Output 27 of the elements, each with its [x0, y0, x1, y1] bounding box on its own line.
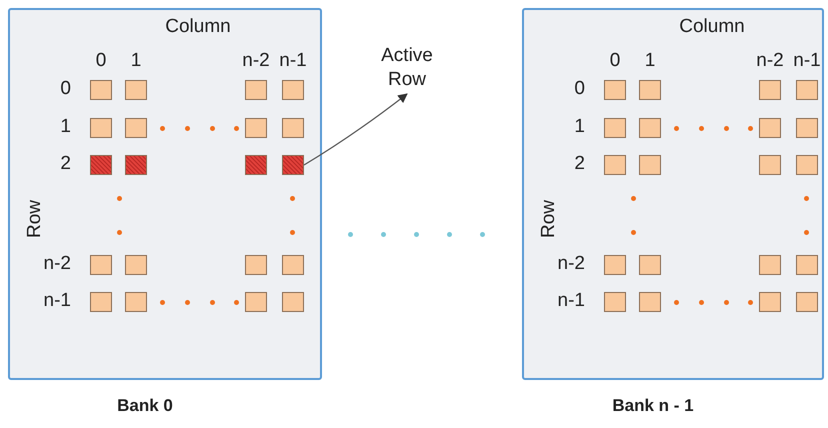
row-number: 0 [574, 78, 585, 100]
row-number: 2 [60, 153, 71, 175]
axis-label: Row [538, 200, 560, 238]
bank-title: Bank n - 1 [612, 396, 694, 416]
axis-label: Row [24, 200, 46, 238]
column-number: n-1 [793, 50, 821, 72]
row-number: n-1 [558, 290, 585, 312]
column-number: 1 [644, 50, 656, 72]
row-number: n-1 [44, 290, 71, 312]
column-number: n-2 [756, 50, 784, 72]
row-number: n-2 [44, 253, 71, 275]
axis-label: Column [165, 16, 231, 38]
active-memory-cell [282, 155, 304, 175]
column-number: 0 [96, 50, 106, 72]
axis-label: Column [679, 16, 745, 38]
column-number: n-2 [242, 50, 270, 72]
callout-label: Active Row [372, 44, 442, 92]
column-number: 0 [610, 50, 620, 72]
bank-title: Bank 0 [117, 396, 173, 416]
row-number: 1 [60, 116, 71, 138]
row-number: 2 [574, 153, 585, 175]
row-number: n-2 [558, 253, 585, 275]
column-number: 1 [130, 50, 142, 72]
row-number: 1 [574, 116, 585, 138]
leader-line [304, 93, 408, 166]
column-number: n-1 [279, 50, 307, 72]
row-number: 0 [60, 78, 71, 100]
